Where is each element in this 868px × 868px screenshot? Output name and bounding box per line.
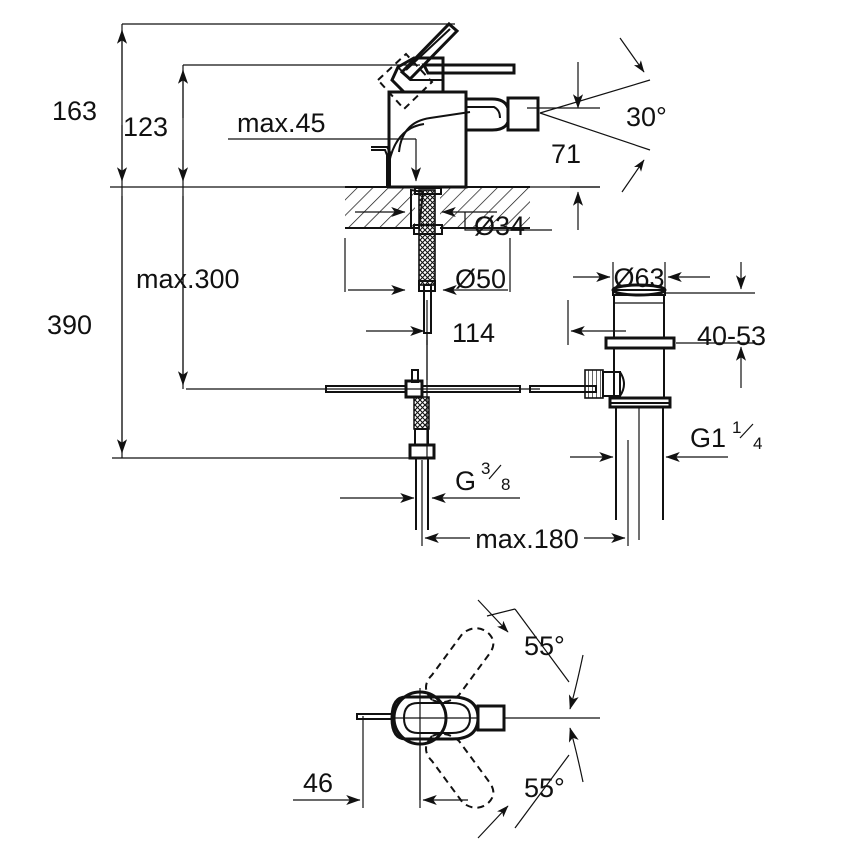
dim-71-label: 71 (551, 139, 581, 169)
dim-dia50: Ø50 (344, 238, 511, 296)
dim-55-upper-label: 55° (524, 631, 565, 661)
supply-tee (325, 340, 597, 530)
callout-g1-1-4: G1 1 4 (570, 418, 762, 463)
lever-ghost (376, 52, 434, 111)
popup-waste-assembly (584, 283, 676, 540)
dim-114: 114 (366, 300, 626, 348)
dim-30-label: 30° (626, 102, 667, 132)
dim-390-label: 390 (47, 310, 92, 340)
dim-max45: max.45 (237, 108, 422, 182)
dim-max45-label: max.45 (237, 108, 326, 138)
dim-max300: max.300 (136, 196, 240, 386)
dim-163-label: 163 (52, 96, 97, 126)
callout-g3-8-numerator: 3 (481, 459, 490, 478)
dim-123-label: 123 (123, 112, 168, 142)
dim-dia63-label: Ø63 (613, 263, 664, 293)
dim-dia34: Ø34 (355, 206, 552, 241)
dim-390: 390 (47, 196, 128, 454)
dim-55-lower: 55° (477, 727, 584, 839)
dim-163: 163 (52, 24, 128, 458)
dim-dia63: Ø63 (573, 262, 710, 293)
mounting-shank (410, 187, 443, 380)
dim-dia50-label: Ø50 (455, 264, 506, 294)
callout-g3-8-denominator: 8 (501, 475, 510, 494)
dim-46: 46 (293, 716, 468, 808)
faucet-body-graphic (325, 21, 676, 540)
dim-max180: max.180 (421, 440, 629, 554)
top-plan-view: 55° 55° 46 (293, 599, 600, 839)
callout-g1-1-4-numerator: 1 (732, 418, 741, 437)
dim-55-upper: 55° (477, 599, 584, 710)
dim-max300-label: max.300 (136, 264, 240, 294)
dim-71: 71 (551, 62, 584, 230)
spout (388, 97, 510, 164)
dim-55-lower-label: 55° (524, 773, 565, 803)
dim-123: 123 (123, 65, 189, 389)
popup-lift-rod (371, 146, 391, 187)
callout-g3-8: G 3 8 (340, 459, 520, 504)
lever-arm (421, 63, 516, 75)
dim-dia34-label: Ø34 (474, 211, 525, 241)
lever-raised (399, 21, 460, 82)
dim-114-label: 114 (452, 318, 495, 348)
dim-40-53-label: 40-53 (697, 321, 766, 351)
lever-hub (390, 56, 445, 94)
callout-g1-1-4-denominator: 4 (753, 434, 762, 453)
callout-g3-8-main: G (455, 466, 476, 496)
dim-30-degrees: 30° (539, 37, 667, 193)
dim-46-label: 46 (303, 768, 333, 798)
side-elevation-view: 163 123 max.45 max.300 390 (47, 21, 766, 554)
callout-g1-1-4-main: G1 (690, 423, 726, 453)
dim-max180-label: max.180 (475, 524, 579, 554)
dim-40-53: 40-53 (665, 262, 766, 388)
aerator-block (506, 96, 540, 132)
